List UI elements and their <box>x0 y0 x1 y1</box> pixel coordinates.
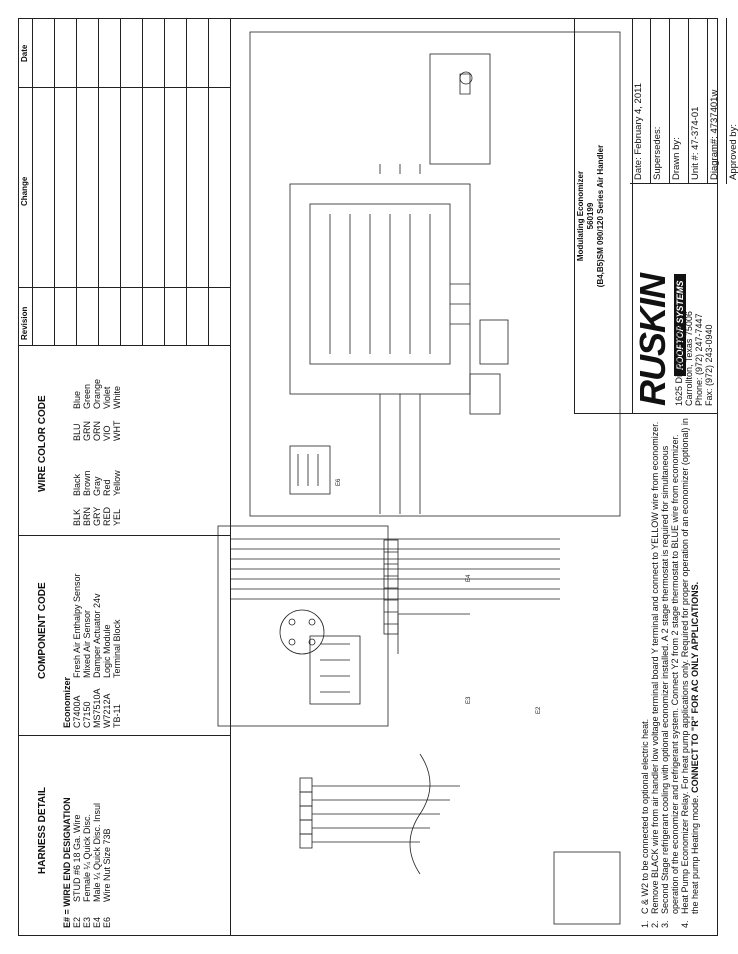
svg-text:E2: E2 <box>536 706 542 714</box>
low-voltage-terminal-board <box>383 539 399 635</box>
logic-module-area <box>289 183 471 395</box>
contactor <box>309 635 361 705</box>
svg-text:E3: E3 <box>466 696 472 704</box>
damper-actuator <box>429 53 491 165</box>
mixed-air-sensor <box>469 373 501 415</box>
diagram-tags: E2 E3 E4 E6 <box>336 478 542 714</box>
economizer-harness-wires <box>230 538 560 600</box>
harness-branch <box>397 613 470 654</box>
enthalpy-sensor <box>479 319 509 365</box>
svg-text:E4: E4 <box>466 574 472 582</box>
economizer-enclosure <box>249 31 621 517</box>
terminal-strip <box>299 777 313 849</box>
svg-text:E6: E6 <box>336 478 342 486</box>
w7212a-logic-module <box>309 203 451 365</box>
harness-loop <box>409 753 431 875</box>
harness-wires <box>312 785 460 843</box>
heat-pump-relay <box>289 445 331 495</box>
blower-motor <box>279 609 325 655</box>
air-handler-box <box>217 525 389 727</box>
optional-electric-heat-box <box>553 851 621 925</box>
